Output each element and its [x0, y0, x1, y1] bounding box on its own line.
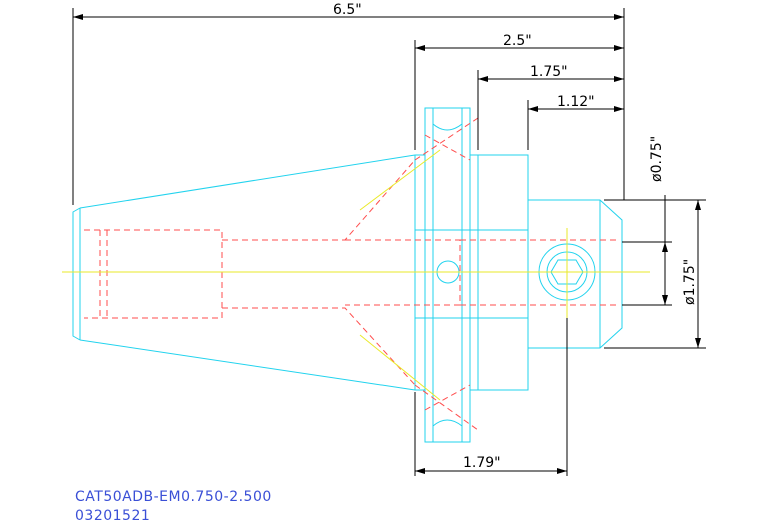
dim-body-length: 1.75" [530, 64, 568, 80]
dim-nose-length: 1.12" [557, 94, 595, 110]
dim-flange-to-end: 2.5" [503, 33, 532, 49]
dim-bottom-length: 1.79" [463, 455, 501, 471]
dim-nose-diameter: ø1.75" [682, 259, 698, 305]
dim-overall-length: 6.5" [333, 2, 362, 18]
part-code: 03201521 [75, 508, 150, 523]
holder-outline [72, 107, 623, 443]
dim-bore-diameter: ø0.75" [649, 136, 665, 182]
centerlines [62, 149, 650, 401]
dimension-lines [72, 8, 706, 476]
part-number: CAT50ADB-EM0.750-2.500 [75, 489, 272, 505]
